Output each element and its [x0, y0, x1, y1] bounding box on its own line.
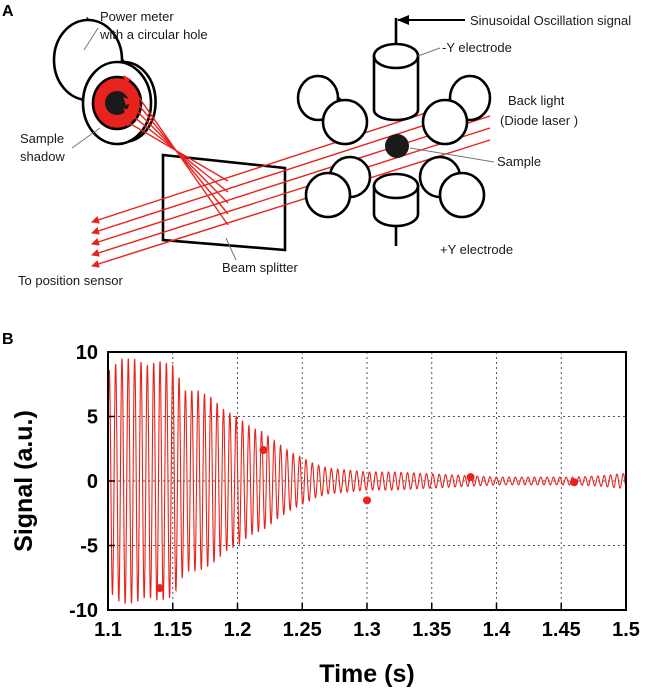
shadow-leader [71, 127, 101, 149]
panel-b-label: B [2, 331, 14, 348]
signal-marker [466, 473, 475, 482]
x-tick-label: 1.5 [612, 619, 640, 641]
backlight-label-2: (Diode laser ) [500, 113, 578, 128]
beam-splitter-leader [225, 237, 237, 261]
upper-right-electrode [421, 74, 492, 146]
signal-marker [155, 584, 164, 593]
power-meter-leader [83, 27, 99, 51]
x-tick-label: 1.2 [224, 619, 252, 641]
x-tick-label: 1.45 [542, 619, 581, 641]
power-meter-label-1: Power meter [100, 9, 174, 24]
signal-marker [259, 446, 268, 455]
shadow-label-2: shadow [20, 149, 65, 164]
sample-leader [409, 147, 495, 163]
power-meter [52, 16, 157, 146]
electrodes [296, 42, 492, 246]
x-tick-label: 1.35 [412, 619, 451, 641]
y-tick-label: -5 [80, 536, 98, 558]
signal-marker [363, 496, 371, 505]
sample-ball [385, 134, 409, 158]
x-tick-label: 1.1 [94, 619, 122, 641]
laser-rays-through [91, 91, 491, 268]
lower-left-electrode [304, 155, 372, 219]
beam-splitter [161, 153, 287, 252]
plus-y-electrode [372, 172, 420, 228]
signal-marker [570, 478, 579, 487]
signal-label: Sinusoidal Oscillation signal [470, 13, 631, 28]
x-tick-label: 1.3 [353, 619, 381, 641]
minus-y-label: -Y electrode [442, 40, 512, 55]
power-meter-label-2: with a circular hole [99, 27, 208, 42]
x-tick-label: 1.4 [483, 619, 512, 641]
lower-right-electrode [418, 155, 486, 219]
signal-chart: 1.1 1.15 1.2 1.25 1.3 1.35 1.4 1.45 1.5 10 5 0 -5 -10… [10, 342, 640, 688]
shadow-label-1: Sample [20, 131, 64, 146]
minus-y-leader [417, 47, 441, 57]
upper-left-electrode [296, 74, 369, 146]
minus-y-electrode [372, 42, 420, 122]
signal-wire [394, 15, 465, 44]
sample-shadow-dot [105, 91, 129, 115]
sample-label: Sample [497, 154, 541, 169]
position-sensor-label: To position sensor [18, 273, 123, 288]
x-axis-label: Time (s) [319, 660, 414, 688]
signal-series-line [107, 358, 627, 605]
backlight-label-1: Back light [508, 93, 565, 108]
beam-splitter-label: Beam splitter [222, 260, 299, 275]
plus-y-label: +Y electrode [440, 242, 513, 257]
y-axis-label: Signal (a.u.) [10, 410, 38, 552]
y-tick-label: 10 [76, 342, 98, 364]
y-tick-label: 0 [87, 471, 98, 493]
panel-a-label: A [2, 3, 14, 20]
laser-rays-reflected [123, 75, 229, 226]
x-tick-label: 1.25 [283, 619, 322, 641]
y-tick-label: 5 [87, 407, 98, 429]
y-tick-label: -10 [69, 600, 98, 622]
x-tick-label: 1.15 [153, 619, 192, 641]
